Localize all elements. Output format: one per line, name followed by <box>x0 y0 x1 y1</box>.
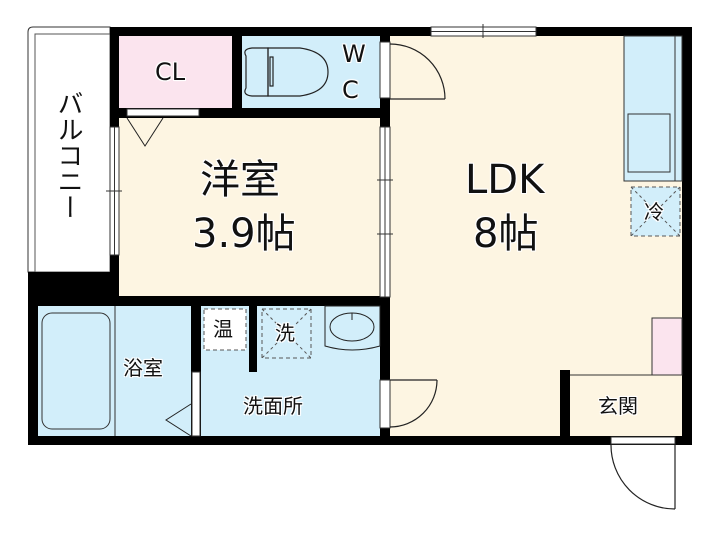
bathtub-icon <box>41 312 111 430</box>
shoe-cabinet <box>651 317 683 376</box>
washing-machine-icon <box>261 308 312 359</box>
water-heater-label: 温 <box>213 317 233 341</box>
western-room-name: 洋室 <box>200 157 280 203</box>
closet-floor <box>119 36 232 108</box>
toilet-icon <box>244 47 329 97</box>
bathroom-label: 浴室 <box>123 356 163 380</box>
western-room-size: 3.9帖 <box>192 211 296 257</box>
closet-label: CL <box>155 58 186 86</box>
entrance-door-icon <box>610 443 676 510</box>
fridge-label: 冷 <box>644 200 664 224</box>
washroom-label: 洗面所 <box>243 394 303 418</box>
washing-machine-label: 洗 <box>275 321 295 345</box>
washroom-door-icon <box>389 379 438 428</box>
balcony <box>27 26 111 273</box>
balcony-label: バルコニー <box>53 90 83 220</box>
toilet-label-c: C <box>342 76 359 104</box>
walls <box>28 27 692 445</box>
fridge-icon <box>630 186 681 237</box>
entrance-label: 玄関 <box>598 394 638 418</box>
ldk-size: 8帖 <box>473 211 539 257</box>
western-room-floor <box>119 118 380 296</box>
windows <box>106 24 537 298</box>
closet-door-icon <box>126 117 164 147</box>
sink-icon <box>324 305 381 351</box>
ldk-door-icon <box>389 43 446 100</box>
bathroom-door-icon <box>165 403 192 437</box>
toilet-label-w: W <box>342 40 366 68</box>
kitchen-counter <box>623 35 683 182</box>
ldk-name: LDK <box>465 157 545 203</box>
